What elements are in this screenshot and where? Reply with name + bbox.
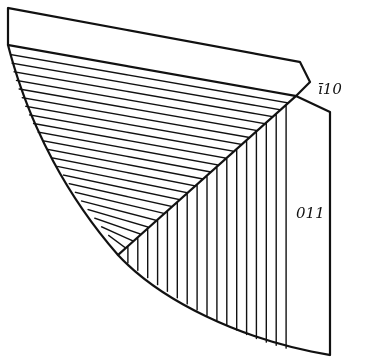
- hatch-line-left: [13, 71, 274, 118]
- hatch-line-left: [11, 62, 282, 111]
- hatch-line-left: [51, 157, 197, 187]
- top-face-edge: [6, 43, 298, 98]
- hatch-line-left: [18, 88, 258, 132]
- hatch-line-left: [94, 217, 142, 236]
- hatch-line-left: [41, 139, 212, 173]
- hatch-line-left: [9, 53, 289, 104]
- hatch-line-left: [68, 182, 173, 208]
- right-face-hatching: [127, 104, 287, 349]
- face-label-right: 011: [296, 204, 325, 222]
- hatch-line-left: [21, 96, 251, 139]
- hatch-line-left: [57, 165, 189, 194]
- left-face-hatching: [9, 53, 289, 249]
- hatch-line-left: [80, 200, 158, 222]
- hatch-line-left: [37, 131, 220, 166]
- hatch-line-left: [107, 234, 127, 249]
- hatch-line-left: [100, 226, 135, 242]
- face-label-top: ī10: [318, 80, 342, 98]
- hatch-line-left: [74, 191, 166, 215]
- hatch-line-left: [28, 114, 235, 153]
- hatch-line-left: [32, 122, 228, 159]
- hatch-line-left: [87, 208, 150, 229]
- hatch-line-left: [46, 148, 204, 180]
- hatch-line-left: [62, 174, 181, 201]
- hatch-line-left: [25, 105, 243, 146]
- hatch-line-left: [15, 79, 266, 125]
- crystal-outline: [6, 6, 332, 357]
